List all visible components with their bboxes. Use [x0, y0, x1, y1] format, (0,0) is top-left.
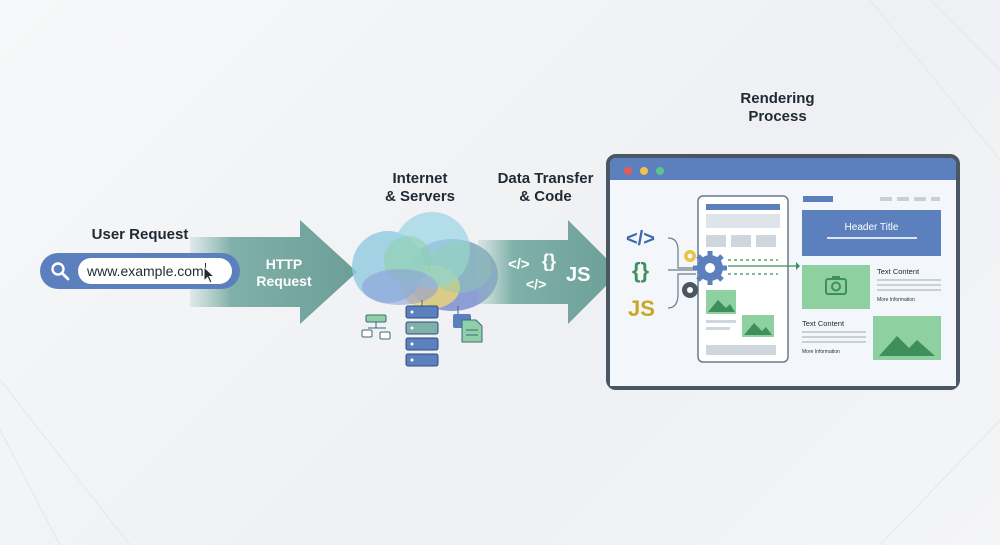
header-title-text: Header Title — [844, 222, 899, 233]
url-input[interactable]: www.example.com — [78, 258, 232, 284]
mouse-pointer-icon — [203, 266, 216, 284]
user-request-label: User Request — [91, 226, 189, 243]
arrow-js-glyph: JS — [566, 264, 591, 286]
url-text: www.example.com — [87, 263, 204, 279]
rendering-process-label-line1: Rendering — [740, 90, 815, 107]
more-info-link-1[interactable]: More Information — [877, 297, 915, 303]
data-transfer-label-line2: & Code — [519, 188, 572, 205]
server-rack-icon — [405, 300, 439, 367]
data-transfer-arrow — [478, 220, 620, 324]
text-lines-1 — [877, 279, 941, 291]
arrow-html-glyph: </> — [508, 256, 530, 273]
text-lines-2 — [802, 331, 866, 343]
http-request-arrow — [190, 220, 357, 324]
more-info-link-2[interactable]: More Information — [802, 349, 840, 355]
text-content-heading-1: Text Content — [877, 267, 920, 276]
documents-icon — [453, 306, 483, 343]
arrow-braces-glyph: {} — [542, 251, 557, 271]
camera-image-placeholder — [802, 265, 870, 309]
header-title-banner: Header Title — [802, 210, 941, 256]
internet-servers-label-line2: & Servers — [384, 188, 456, 205]
rendering-process-label-line2: Process — [748, 108, 807, 125]
js-code-icon: JS — [628, 296, 655, 321]
rendered-nav-block — [803, 196, 833, 202]
braces-code-icon: {} — [632, 258, 650, 283]
data-transfer-label-line1: Data Transfer — [497, 170, 594, 187]
internet-servers-label-line1: Internet — [392, 170, 448, 187]
arrow-html-glyph-small: </> — [526, 276, 547, 292]
data-transfer-label: Data Transfer & Code — [488, 170, 603, 206]
internet-cloud — [352, 212, 498, 311]
rendered-nav-links — [880, 197, 940, 201]
rendering-pipeline — [667, 195, 800, 363]
html-code-icon: </> — [626, 228, 655, 250]
rendering-process-label: Rendering Process — [720, 90, 835, 126]
http-label-line1: HTTP — [265, 256, 303, 272]
text-content-heading-2: Text Content — [802, 319, 845, 328]
browser-search-bar[interactable]: www.example.com — [40, 253, 240, 289]
http-request-arrow-label: HTTP Request — [238, 256, 330, 290]
magnifier-icon — [51, 262, 70, 281]
header-title-underline — [826, 237, 917, 239]
network-diagram-icon — [361, 314, 391, 340]
internet-servers-label: Internet & Servers — [370, 170, 470, 206]
landscape-image-placeholder — [873, 316, 941, 360]
http-label-line2: Request — [256, 273, 312, 289]
